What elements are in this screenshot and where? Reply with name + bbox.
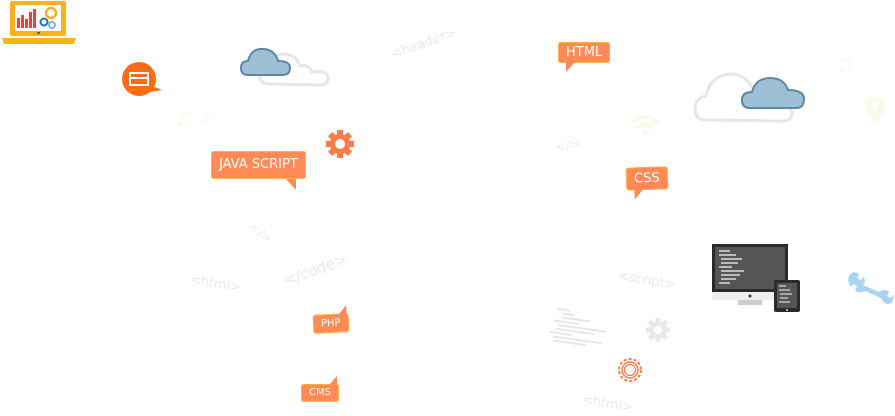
css-bubble: CSS	[625, 166, 668, 191]
code-lines-icon	[549, 308, 607, 347]
credit-card-chat-icon	[122, 62, 162, 96]
javascript-bubble: JAVA SCRIPT	[211, 151, 306, 190]
cog-outline-icon	[618, 358, 642, 382]
cloud-icon	[693, 72, 806, 123]
cloud-icon	[239, 47, 330, 87]
html-tag: <html>	[580, 392, 634, 416]
wrench-icon	[848, 272, 894, 304]
php-bubble: PHP	[312, 313, 350, 334]
cms-bubble: CMS	[301, 376, 339, 402]
html-tag: <html>	[188, 272, 242, 296]
wifi-icon	[630, 115, 660, 136]
header-tag: <header>	[389, 25, 459, 63]
slash-tag: </>	[555, 136, 581, 154]
html-bubble: HTML	[558, 42, 611, 72]
script-tag: <script>	[616, 268, 677, 293]
code-close-tag: </code>	[280, 249, 350, 290]
laptop-analytics-icon	[2, 1, 76, 44]
music-note-icon: ♫ ♪	[175, 104, 212, 131]
gear-icon	[326, 130, 354, 158]
gear-icon	[646, 318, 670, 342]
location-pin-icon	[866, 97, 884, 123]
desktop-tablet-icon	[712, 244, 800, 312]
slash-tag: </>	[247, 219, 276, 246]
music-note-icon: ♫	[835, 48, 856, 79]
